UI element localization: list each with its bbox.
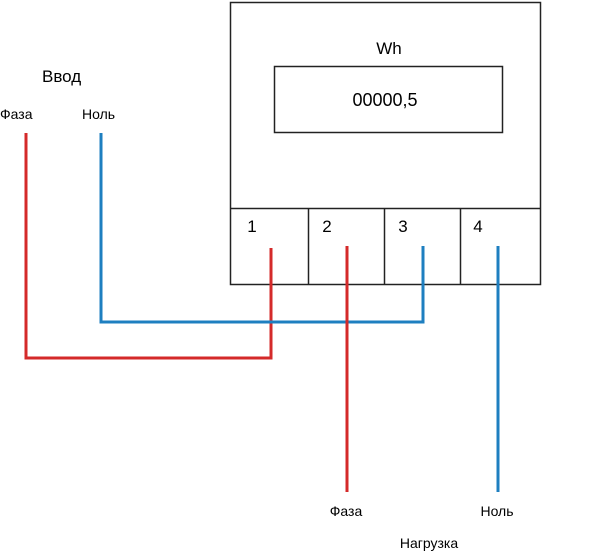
terminal-3-label: 3 bbox=[398, 217, 407, 236]
terminal-4-label: 4 bbox=[473, 217, 482, 236]
meter-unit-label: Wh bbox=[376, 39, 402, 58]
meter-reading: 00000,5 bbox=[352, 90, 417, 110]
meter-body bbox=[229, 1, 542, 286]
terminal-1-label: 1 bbox=[247, 217, 256, 236]
terminal-2-label: 2 bbox=[322, 217, 331, 236]
load-title: Нагрузка bbox=[400, 535, 458, 551]
input-neutral-wire bbox=[99, 133, 425, 324]
input-phase-label: Фаза bbox=[0, 106, 33, 122]
meter-display bbox=[273, 65, 504, 134]
input-phase-wire bbox=[24, 133, 273, 360]
input-neutral-label: Ноль bbox=[82, 106, 115, 122]
load-phase-label: Фаза bbox=[330, 503, 363, 519]
load-neutral-label: Ноль bbox=[480, 503, 513, 519]
input-title: Ввод bbox=[42, 67, 81, 86]
